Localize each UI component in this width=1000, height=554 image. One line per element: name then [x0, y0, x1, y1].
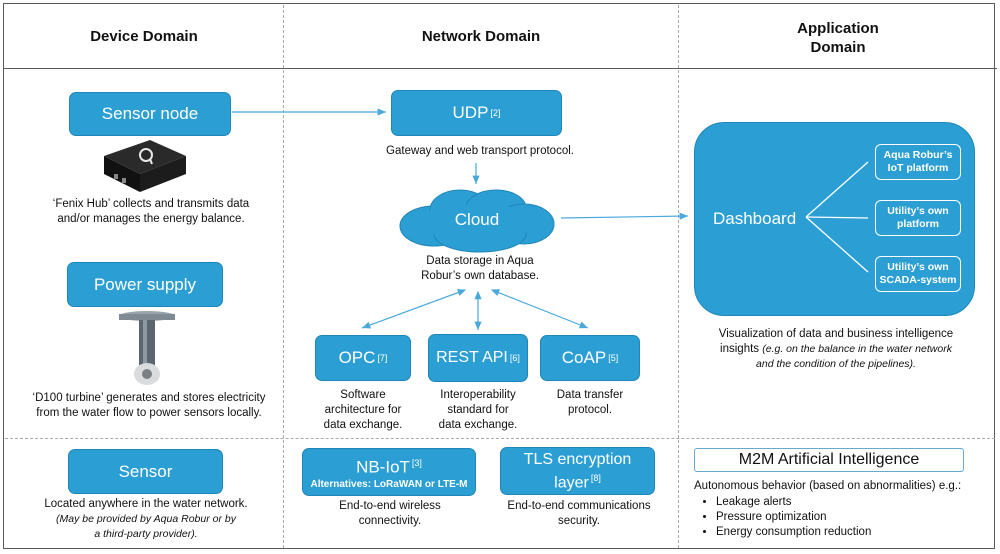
- diagram-frame: [3, 3, 995, 549]
- sensor-node-box: Sensor node: [69, 92, 231, 136]
- application-domain-header: Application Domain: [797, 20, 879, 56]
- m2m-ai-title-box: M2M Artificial Intelligence: [694, 448, 964, 472]
- list-item: Pressure optimization: [716, 510, 871, 525]
- opc-description: Software architecture for data exchange.: [323, 389, 403, 431]
- list-item: Leakage alerts: [716, 495, 871, 510]
- cloud-label: Cloud: [454, 210, 500, 229]
- device-domain-header: Device Domain: [90, 28, 198, 45]
- power-supply-description: ‘D100 turbine’ generates and stores elec…: [32, 392, 266, 419]
- udp-description: Gateway and web transport protocol.: [386, 145, 574, 157]
- header-divider: [3, 68, 997, 69]
- dashboard-description: Visualization of data and business intel…: [718, 328, 954, 370]
- power-supply-box: Power supply: [67, 262, 223, 307]
- tls-encryption-box: TLS encryption layer[8]: [500, 447, 655, 495]
- sensor-box: Sensor: [68, 449, 223, 494]
- column-divider-2: [678, 5, 679, 548]
- fenix-hub-image: [104, 140, 186, 192]
- m2m-examples-list: Leakage alerts Pressure optimization Ene…: [700, 495, 871, 540]
- tls-description: End-to-end communications security.: [507, 500, 651, 527]
- bottom-row-divider: [5, 438, 995, 439]
- m2m-intro: Autonomous behavior (based on abnormalit…: [694, 480, 962, 492]
- arrow-cloud-to-dashboard: [560, 212, 689, 220]
- network-domain-header: Network Domain: [421, 28, 541, 45]
- cloud-description: Data storage in Aqua Robur’s own databas…: [421, 255, 539, 282]
- rest-api-description: Interoperability standard for data excha…: [438, 389, 518, 431]
- coap-description: Data transfer protocol.: [556, 389, 624, 416]
- cloud-shape: [399, 189, 555, 253]
- arrow-cloud-opc: [361, 289, 467, 329]
- sensor-description: Located anywhere in the water network. (…: [44, 498, 248, 540]
- rest-api-box: REST API[6]: [428, 334, 528, 382]
- arrow-cloud-coap: [490, 289, 589, 329]
- d100-turbine-image: [119, 311, 175, 385]
- opc-box: OPC[7]: [315, 335, 411, 381]
- nb-iot-description: End-to-end wireless connectivity.: [339, 500, 441, 527]
- column-divider-1: [283, 5, 284, 548]
- sensor-node-description: ‘Fenix Hub’ collects and transmits data …: [52, 198, 250, 225]
- nb-iot-box: NB-IoT[3] Alternatives: LoRaWAN or LTE-M: [302, 448, 476, 496]
- list-item: Energy consumption reduction: [716, 525, 871, 540]
- udp-box: UDP[2]: [391, 90, 562, 136]
- coap-box: CoAP[5]: [540, 335, 640, 381]
